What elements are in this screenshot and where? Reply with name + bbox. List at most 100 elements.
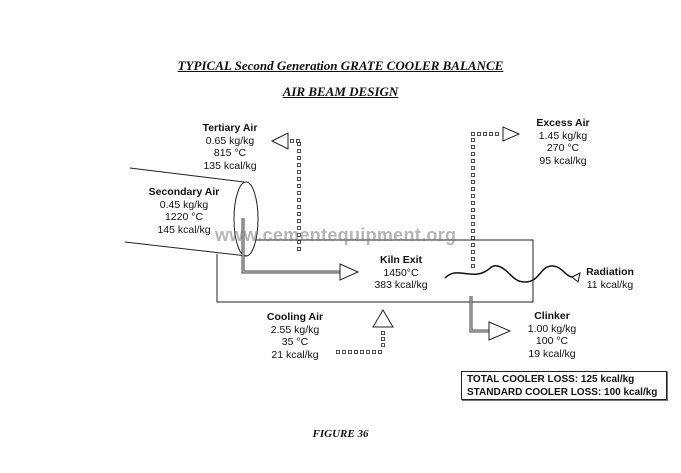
excess-air-heat: 95 kcal/kg [539,154,587,167]
kiln-top-line [129,167,245,183]
cooling-air-heat: 21 kcal/kg [271,348,319,361]
duct-dot [495,132,499,136]
duct-dot [342,350,346,354]
tertiary-air-flow: 0.65 kg/kg [205,134,255,147]
duct-dot [471,145,475,149]
duct-dot [297,233,301,237]
duct-dot [471,187,475,191]
duct-dot [471,215,475,219]
kiln-exit-label: Kiln Exit 1450°C 383 kcal/kg [366,254,436,292]
duct-dot [297,149,301,153]
duct-dot [471,159,475,163]
cooler-loss-box: TOTAL COOLER LOSS: 125 kcal/kg STANDARD … [461,371,667,400]
duct-dot [354,350,358,354]
kiln-exit-temp: 1450°C [383,266,419,279]
duct-dot [297,198,301,202]
duct-dot [381,337,385,341]
cooling-air-flow: 2.55 kg/kg [270,323,320,336]
secondary-air-heat: 145 kcal/kg [157,223,211,236]
tertiary-air-title: Tertiary Air [202,122,258,134]
duct-dot [471,138,475,142]
duct-dot [297,170,301,174]
tertiary-air-temp: 815 °C [213,147,247,159]
radiation-label: Radiation 11 kcal/kg [582,266,638,291]
kiln-exit-title: Kiln Exit [379,254,422,266]
duct-dot [471,236,475,240]
clinker-label: Clinker 1.00 kg/kg 100 °C 19 kcal/kg [522,310,582,360]
duct-dot [471,201,475,205]
kiln-exit-arrow [339,263,360,281]
standard-cooler-loss: STANDARD COOLER LOSS: 100 kcal/kg [467,387,658,398]
radiation-heat: 11 kcal/kg [586,278,634,291]
duct-dot [297,177,301,181]
tertiary-air-duct [290,139,301,251]
duct-dot [489,132,493,136]
secondary-air-label: Secondary Air 0.45 kg/kg 1220 °C 145 kca… [148,186,220,236]
secondary-air-flow: 0.45 kg/kg [159,198,209,211]
duct-dot [297,142,301,146]
tertiary-air-label: Tertiary Air 0.65 kg/kg 815 °C 135 kcal/… [195,122,265,172]
clinker-arrow [488,321,512,341]
excess-air-arrow [502,126,521,142]
duct-dot [297,212,301,216]
excess-air-duct [471,132,499,268]
duct-dot [366,350,370,354]
duct-dot [290,139,294,143]
duct-dot [471,264,475,268]
duct-dot [381,343,385,347]
duct-dot [297,163,301,167]
duct-dot [471,166,475,170]
radiation-title: Radiation [586,266,634,278]
duct-dot [297,226,301,230]
cooling-air-title: Cooling Air [266,311,324,323]
duct-dot [477,132,481,136]
duct-dot [360,350,364,354]
duct-dot [471,152,475,156]
duct-dot [471,132,475,136]
clinker-temp: 100 °C [535,335,569,347]
duct-dot [381,331,385,335]
duct-dot [297,247,301,251]
radiation-wave [444,264,573,283]
duct-dot [471,194,475,198]
kiln-bottom-line [124,241,248,257]
duct-dot [297,240,301,244]
cooling-air-label: Cooling Air 2.55 kg/kg 35 °C 21 kcal/kg [262,311,328,361]
duct-dot [378,350,382,354]
clinker-title: Clinker [534,310,570,322]
duct-dot [297,156,301,160]
duct-dot [348,350,352,354]
diagram-subtitle: AIR BEAM DESIGN [282,84,399,99]
duct-dot [297,205,301,209]
clinker-pipe [469,296,489,333]
duct-dot [471,222,475,226]
radiation-arrow [571,272,581,283]
tertiary-air-heat: 135 kcal/kg [203,159,257,172]
duct-dot [297,184,301,188]
tertiary-air-arrow [270,132,289,150]
clinker-flow: 1.00 kg/kg [527,322,577,335]
cooling-air-arrow [372,309,394,328]
duct-dot [483,132,487,136]
duct-dot [297,191,301,195]
duct-dot [372,350,376,354]
watermark: www.cementequipment.org [215,225,457,245]
excess-air-label: Excess Air 1.45 kg/kg 270 °C 95 kcal/kg [528,117,598,167]
clinker-heat: 19 kcal/kg [528,347,576,360]
duct-dot [297,219,301,223]
total-cooler-loss: TOTAL COOLER LOSS: 125 kcal/kg [467,374,635,385]
excess-air-temp: 270 °C [546,142,580,154]
excess-air-title: Excess Air [536,117,590,129]
figure-caption: FIGURE 36 [312,428,369,440]
cooler-box [216,239,534,303]
secondary-air-title: Secondary Air [148,186,220,198]
duct-dot [336,350,340,354]
duct-dot [296,139,300,143]
duct-dot [471,180,475,184]
kiln-end-ellipse [233,181,259,257]
duct-dot [471,250,475,254]
duct-dot [471,208,475,212]
duct-dot [471,173,475,177]
duct-dot [471,243,475,247]
